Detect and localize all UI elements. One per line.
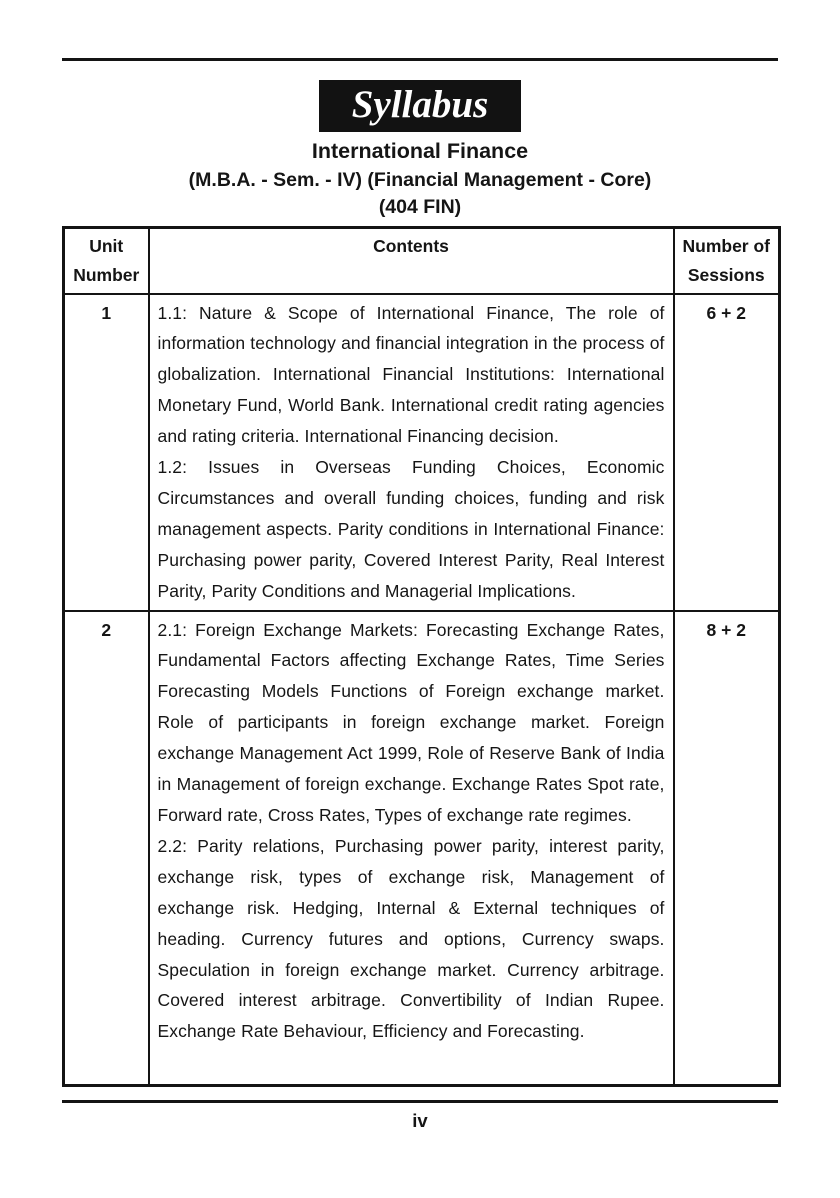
content-paragraph: 1.2: Issues in Overseas Funding Choices,… (157, 457, 665, 601)
course-title: International Finance (311, 139, 529, 163)
column-header-sessions-line2: Sessions (687, 264, 765, 285)
table-header-row: Unit Number Contents Number of Sessions (62, 226, 781, 295)
content-paragraph: 1.1: Nature & Scope of International Fin… (157, 302, 665, 447)
syllabus-page: Syllabus International Finance (M.B.A. -… (0, 58, 840, 1198)
contents-cell: 2.1: Foreign Exchange Markets: Forecasti… (147, 609, 675, 1087)
course-subtitle: (M.B.A. - Sem. - IV) (Financial Manageme… (188, 168, 652, 191)
column-header-unit-line1: Unit (89, 235, 124, 256)
syllabus-table: Unit Number Contents Number of Sessions … (62, 225, 781, 1088)
top-rule (62, 58, 778, 61)
contents-cell: 1.1: Nature & Scope of International Fin… (147, 292, 675, 612)
column-header-unit-number: Unit Number (62, 226, 150, 295)
syllabus-banner: Syllabus (319, 80, 521, 132)
column-header-unit-line2: Number (73, 264, 140, 285)
table-row: 1 1.1: Nature & Scope of International F… (62, 292, 781, 612)
column-header-sessions: Number of Sessions (672, 226, 781, 295)
sessions-cell: 6 + 2 (672, 292, 781, 612)
course-code: (404 FIN) (378, 196, 462, 219)
column-header-contents: Contents (147, 226, 675, 295)
unit-number-cell: 1 (62, 292, 150, 612)
table-row: 2 2.1: Foreign Exchange Markets: Forecas… (62, 609, 781, 1087)
sessions-cell: 8 + 2 (672, 609, 781, 1087)
bottom-rule (62, 1100, 778, 1104)
column-header-sessions-line1: Number of (682, 235, 771, 256)
unit-number-cell: 2 (62, 609, 150, 1087)
syllabus-banner-label: Syllabus (351, 82, 489, 126)
content-paragraph: 2.2: Parity relations, Purchasing power … (157, 835, 665, 1042)
page-number: iv (412, 1110, 428, 1132)
content-paragraph: 2.1: Foreign Exchange Markets: Forecasti… (157, 619, 665, 826)
